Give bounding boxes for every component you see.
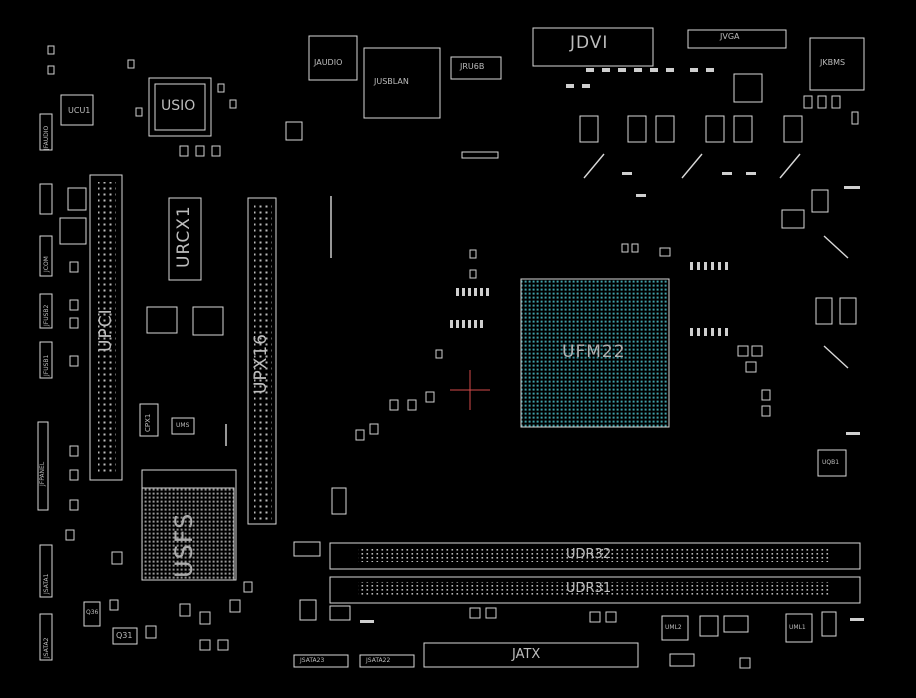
label-uqb1: UQB1 xyxy=(822,459,840,466)
upx16-slot xyxy=(247,197,277,525)
upci-slot xyxy=(89,174,123,481)
jsata23-connector xyxy=(293,654,349,668)
label-ufm22: UFM22 xyxy=(562,342,626,362)
label-jvga: JVGA xyxy=(720,32,740,41)
udr31-slot xyxy=(329,576,861,604)
label-cpx1: CPX1 xyxy=(144,413,152,432)
label-jsata1: JSATA1 xyxy=(43,573,50,594)
label-q36: Q36 xyxy=(86,609,99,616)
jaudio-side-header xyxy=(39,113,53,151)
label-usio: USIO xyxy=(161,98,196,114)
label-udr31: UDR31 xyxy=(566,581,612,596)
label-jsata23: JSATA23 xyxy=(300,657,325,664)
label-jsata22: JSATA22 xyxy=(366,657,391,664)
q36-transistor xyxy=(83,601,101,627)
label-jcom: JCOM xyxy=(43,256,50,272)
label-jusb2: JFUSB2 xyxy=(43,304,50,326)
label-jpanel: JFPANEL xyxy=(39,461,46,486)
jsata1-connector xyxy=(39,544,53,598)
label-usfs: USFS xyxy=(170,512,198,578)
label-jaudio-side: JFAUDIO xyxy=(43,125,50,150)
uml1-chip xyxy=(785,613,813,643)
label-upci: UPCI xyxy=(96,308,116,352)
usio-chip xyxy=(148,77,212,137)
q31-transistor xyxy=(112,627,138,645)
udr32-slot xyxy=(329,542,861,570)
cpx1-crystal xyxy=(139,403,159,437)
label-jaudio: JAUDIO xyxy=(314,58,343,67)
jusblan-connector xyxy=(363,47,441,119)
jsata22-connector xyxy=(359,654,415,668)
urcx1-chip xyxy=(168,197,202,281)
label-q31: Q31 xyxy=(116,631,133,640)
label-jkbms: JKBMS xyxy=(820,58,846,67)
label-udr32: UDR32 xyxy=(566,547,612,562)
jaudio-connector xyxy=(308,35,358,81)
label-ucu1: UCU1 xyxy=(68,106,91,115)
jpanel-header xyxy=(37,421,49,511)
jusb2-header xyxy=(39,293,53,329)
label-jusb1: JFUSB1 xyxy=(43,354,50,376)
label-jru6b: JRU6B xyxy=(460,62,485,71)
ucu1-chip xyxy=(60,94,94,126)
jkbms-connector xyxy=(809,37,865,91)
uqb1-chip xyxy=(817,449,847,477)
ums-chip xyxy=(171,417,195,435)
jvga-connector xyxy=(687,29,787,49)
label-ums: UMS xyxy=(176,422,190,429)
label-jsata2: JSATA2 xyxy=(43,637,50,658)
label-upx16: UPX16 xyxy=(251,333,271,394)
label-jatx: JATX xyxy=(512,647,541,662)
label-urcx1: URCX1 xyxy=(174,205,194,268)
cursor-crosshair-icon xyxy=(450,370,490,410)
label-uml1: UML1 xyxy=(789,624,806,631)
ufm22-chip xyxy=(520,278,670,428)
label-jusblan: JUSBLAN xyxy=(374,77,409,86)
jatx-connector xyxy=(423,642,639,668)
jsata2-connector xyxy=(39,613,53,661)
jru6b-connector xyxy=(450,56,502,80)
label-uml2: UML2 xyxy=(665,624,682,631)
uml2-chip xyxy=(661,615,689,641)
jusb1-header xyxy=(39,341,53,379)
jcom-header xyxy=(39,235,53,277)
jdvi-connector xyxy=(532,27,654,67)
label-jdvi: JDVI xyxy=(570,33,609,53)
